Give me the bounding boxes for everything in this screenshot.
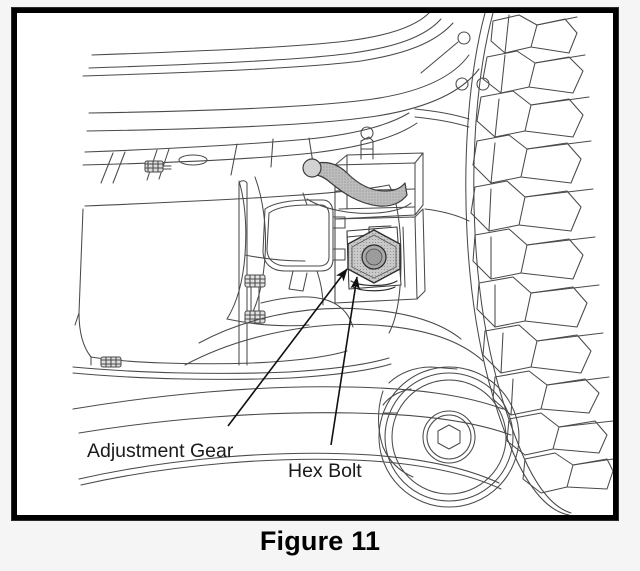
frame-stringer: [414, 108, 470, 222]
deck-arc: [72, 296, 512, 436]
callout-label-hex-bolt: Hex Bolt: [288, 460, 362, 482]
tire-sipes: [488, 14, 613, 466]
figure-frame: Adjustment Gear Hex Bolt: [11, 7, 619, 521]
vertical-rail: [238, 180, 266, 366]
slot-hole: [178, 154, 208, 166]
figure-caption: Figure 11: [259, 526, 381, 556]
tire-tread-lugs: [470, 14, 613, 494]
callout-hex-bolt: Hex Bolt: [288, 276, 362, 482]
bolt-rail-upper: [244, 274, 266, 288]
adjustment-gear-arm: [302, 158, 412, 214]
leader-line-hex-bolt: [330, 276, 360, 446]
center-bracket: [226, 176, 346, 327]
bolt-upper-plate: [144, 160, 172, 173]
callout-label-adjustment-gear: Adjustment Gear: [87, 440, 234, 462]
wheel-hub: [377, 366, 520, 508]
bolt-rail-lower: [244, 310, 266, 324]
hex-bolt-head: [346, 225, 402, 292]
fender-plate: [82, 112, 418, 184]
bolt-panel-bottom: [100, 356, 122, 368]
lower-body-sweep: [78, 452, 502, 490]
leader-line-adjustment-gear: [227, 268, 348, 427]
hood-contour-lines: [82, 13, 480, 132]
technical-illustration: Adjustment Gear Hex Bolt: [72, 13, 613, 515]
tire: [465, 13, 613, 515]
callout-adjustment-gear: Adjustment Gear: [87, 268, 348, 462]
left-panel: [72, 184, 402, 380]
